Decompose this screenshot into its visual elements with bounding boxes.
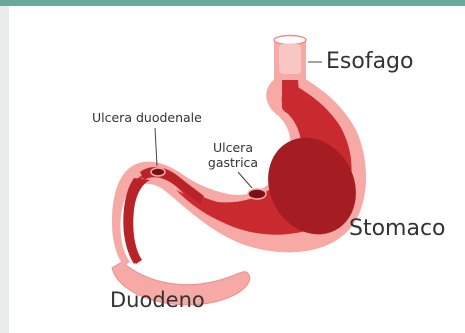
esophagus-lumen xyxy=(279,44,301,74)
leader-ulcera-gastrica xyxy=(238,172,252,188)
gastric-ulcer xyxy=(248,189,266,199)
esophagus-opening xyxy=(274,36,306,45)
label-duodenum: Duodeno xyxy=(110,290,205,311)
esophagus-inner xyxy=(282,80,300,114)
label-gastric-ulcer: Ulcera gastrica xyxy=(203,140,263,170)
label-stomach: Stomaco xyxy=(349,218,446,240)
label-esophagus: Esofago xyxy=(326,51,413,73)
label-gastric-ulcer-line1: Ulcera xyxy=(203,140,263,155)
label-duodenal-ulcer: Ulcera duodenale xyxy=(92,112,202,125)
leader-ulcera-duodenale xyxy=(155,128,157,166)
label-gastric-ulcer-line2: gastrica xyxy=(203,155,263,170)
duodenal-ulcer xyxy=(151,168,165,176)
